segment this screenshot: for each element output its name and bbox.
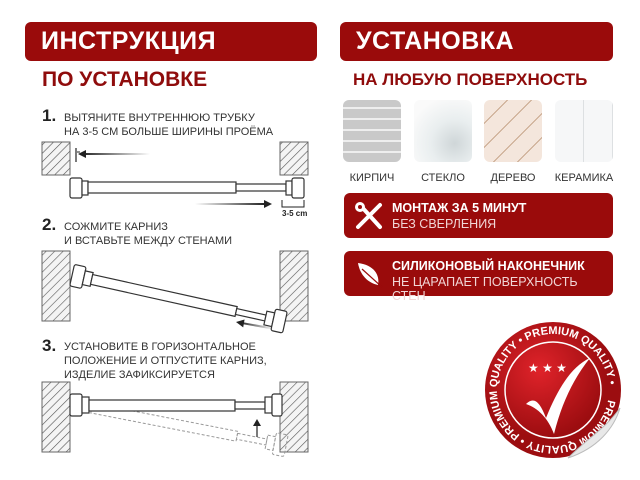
rod-step-2 (69, 264, 288, 334)
feature-title: СИЛИКОНОВЫЙ НАКОНЕЧНИК (392, 259, 585, 273)
step-line: СОЖМИТЕ КАРНИЗ (64, 221, 168, 233)
tools-icon (355, 202, 382, 229)
glass-texture (414, 100, 472, 162)
rod-step-1 (69, 177, 305, 199)
step-line: ПОЛОЖЕНИЕ И ОТПУСТИТЕ КАРНИЗ, (64, 355, 267, 367)
premium-quality-badge: PREMIUM QUALITY • PREMIUM QUALITY • PREM… (478, 318, 628, 465)
banner-title: УСТАНОВКА (356, 27, 515, 55)
wall (279, 381, 309, 453)
wall (41, 141, 71, 176)
feature-subtitle: БЕЗ СВЕРЛЕНИЯ (392, 217, 497, 231)
step-2-text: СОЖМИТЕ КАРНИЗ И ВСТАВЬТЕ МЕЖДУ СТЕНАМИ (64, 220, 232, 248)
feature-title: МОНТАЖ ЗА 5 МИНУТ (392, 201, 527, 215)
brick-texture (343, 100, 401, 162)
step-line: УСТАНОВИТЕ В ГОРИЗОНТАЛЬНОЕ (64, 341, 256, 353)
step-3-text: УСТАНОВИТЕ В ГОРИЗОНТАЛЬНОЕ ПОЛОЖЕНИЕ И … (64, 340, 267, 382)
surfaces-subtitle: НА ЛЮБУЮ ПОВЕРХНОСТЬ (353, 70, 588, 89)
surface-label: КЕРАМИКА (554, 172, 614, 184)
step-line: ВЫТЯНИТЕ ВНУТРЕННЮЮ ТРУБКУ (64, 112, 255, 124)
step-1-number: 1. (42, 106, 57, 125)
instruction-banner: ИНСТРУКЦИЯ (25, 22, 317, 61)
feather-icon (358, 263, 383, 288)
surface-label: ДЕРЕВО (490, 172, 536, 184)
step-line: ИЗДЕЛИЕ ЗАФИКСИРУЕТСЯ (64, 369, 215, 381)
step-1-text: ВЫТЯНИТЕ ВНУТРЕННЮЮ ТРУБКУ НА 3-5 СМ БОЛ… (64, 111, 273, 139)
installation-diagrams: 3-5 cm (41, 141, 309, 457)
step-line: НА 3-5 СМ БОЛЬШЕ ШИРИНЫ ПРОЁМА (64, 126, 274, 138)
step-2-number: 2. (42, 215, 57, 234)
wood-texture (484, 100, 542, 162)
rod-step-3 (69, 393, 283, 417)
wall (279, 141, 309, 176)
feature-quick-install: МОНТАЖ ЗА 5 МИНУТ БЕЗ СВЕРЛЕНИЯ (344, 193, 613, 238)
svg-text:★ ★ ★: ★ ★ ★ (528, 361, 567, 375)
step-3-number: 3. (42, 336, 57, 355)
banner-title: ИНСТРУКЦИЯ (41, 27, 217, 55)
feature-silicone-tip: СИЛИКОНОВЫЙ НАКОНЕЧНИК НЕ ЦАРАПАЕТ ПОВЕР… (344, 251, 613, 303)
instruction-subtitle: ПО УСТАНОВКЕ (42, 68, 208, 91)
installation-banner: УСТАНОВКА (340, 22, 613, 61)
wall (41, 250, 71, 322)
wall (279, 250, 309, 322)
measure-label: 3-5 cm (282, 209, 307, 218)
surface-label: СТЕКЛО (421, 172, 465, 184)
ceramic-tile-texture (555, 100, 613, 162)
feature-subtitle: НЕ ЦАРАПАЕТ ПОВЕРХНОСТЬ СТЕН (392, 275, 578, 303)
step-line: И ВСТАВЬТЕ МЕЖДУ СТЕНАМИ (64, 235, 233, 247)
surface-label: КИРПИЧ (349, 172, 395, 184)
wall (41, 381, 71, 453)
